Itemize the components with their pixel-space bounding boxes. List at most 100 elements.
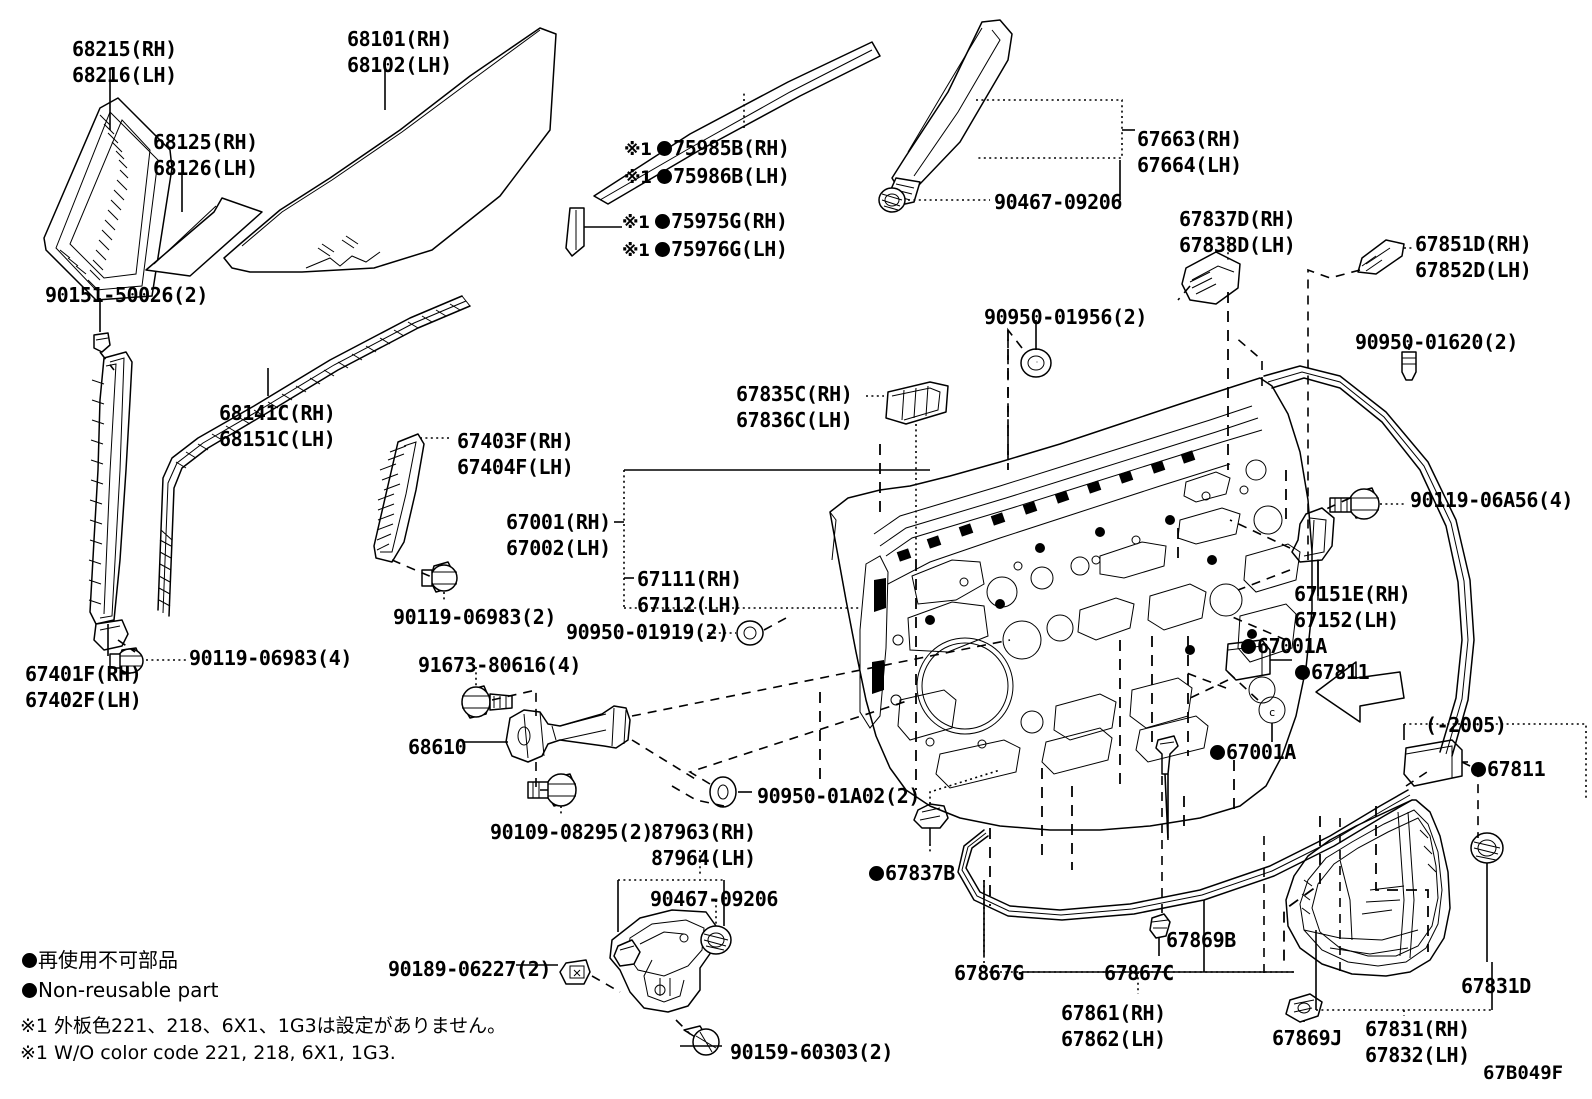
- part-number-text: 87963(RH): [651, 820, 756, 844]
- part-number-text: 75986B(LH): [673, 164, 790, 188]
- part-label-line: 67851D(RH): [1415, 231, 1532, 257]
- part-number-text: 68126(LH): [153, 156, 258, 180]
- part-67403F-channel: [373, 433, 458, 593]
- part-68141C-glass-run: [157, 295, 471, 617]
- part-67001-door-panel: [829, 377, 1313, 831]
- part-number-text: 67867C: [1104, 961, 1174, 985]
- part-label-line: 67401F(RH): [25, 661, 142, 687]
- part-label-67811-upper: 67811: [1295, 660, 1370, 685]
- bolt-90109-08295: [527, 773, 577, 807]
- part-number-text: 67112(LH): [637, 593, 742, 617]
- nonreusable-bullet-icon: [655, 242, 671, 257]
- part-number-text: 68125(RH): [153, 130, 258, 154]
- kome-mark: ※1: [624, 168, 658, 188]
- part-label-line: 67404F(LH): [457, 454, 574, 480]
- nonreusable-bullet-icon: [869, 866, 884, 881]
- part-number-text: 67869B: [1166, 928, 1236, 952]
- part-label-90950-01956: 90950-01956(2): [984, 305, 1147, 330]
- clip-90950-01620: [1401, 351, 1417, 381]
- part-number-text: 67836C(LH): [736, 408, 853, 432]
- kome-mark: ※1: [622, 241, 656, 261]
- part-number-text: 67404F(LH): [457, 455, 574, 479]
- part-67837B-clip: [913, 803, 949, 845]
- part-label-68125: 68125(RH)68126(LH): [153, 129, 258, 181]
- part-label-67663: 67663(RH)67664(LH): [1137, 126, 1242, 178]
- part-number-text: 90159-60303(2): [730, 1040, 893, 1064]
- part-label-67111: 67111(RH)67112(LH): [637, 566, 742, 618]
- part-label-75975G: ※1 75975G(RH) ※1 75976G(LH): [622, 208, 788, 264]
- part-label-line: 90109-08295(2): [490, 820, 653, 845]
- part-label-line: ※1 75986B(LH): [624, 163, 790, 191]
- part-number-text: 67861(RH): [1061, 1001, 1166, 1025]
- nonreusable-bullet-icon: [657, 141, 673, 156]
- part-label-67867G: 67867G: [954, 961, 1024, 986]
- part-68610-door-check: [461, 685, 631, 807]
- part-label-line: 91673-80616(4): [418, 653, 581, 678]
- grommet-90950-01919: [736, 620, 764, 646]
- part-label-line: 67001A: [1241, 634, 1327, 659]
- clip-67001A-lower: [1155, 735, 1179, 841]
- part-label-67861: 67861(RH)67862(LH): [1061, 1000, 1166, 1052]
- part-label-line: 90467-09206: [994, 190, 1122, 215]
- legend-block: 再使用不可部品 Non-reusable part: [22, 945, 218, 1005]
- clip-67831D: [1470, 832, 1504, 962]
- part-number-text: 68610: [408, 735, 467, 759]
- nonreusable-bullet-icon: [1241, 639, 1256, 654]
- nonreusable-bullet-icon: [657, 169, 673, 184]
- part-label-line: 67867C: [1104, 961, 1174, 986]
- part-number-text: 75975G(RH): [671, 209, 788, 233]
- part-label-line: ※1 75976G(LH): [622, 236, 788, 264]
- part-number-text: 67851D(RH): [1415, 232, 1532, 256]
- part-label-line: 87963(RH): [651, 819, 756, 845]
- part-number-text: 68101(RH): [347, 27, 452, 51]
- part-67851D-clip: [1357, 239, 1405, 275]
- part-label-line: 67835C(RH): [736, 381, 853, 407]
- part-number-text: 68141C(RH): [219, 401, 336, 425]
- part-67663-pillar-garnish: [878, 19, 1013, 213]
- part-label-line: 67837B: [869, 861, 955, 886]
- part-number-text: 67002(LH): [506, 536, 611, 560]
- part-label-line: 67867G: [954, 961, 1024, 986]
- part-label-91673-80616: 91673-80616(4): [418, 653, 581, 678]
- part-label-line: 68141C(RH): [219, 400, 336, 426]
- part-number-text: 67867G: [954, 961, 1024, 985]
- part-label-line: 68151C(LH): [219, 426, 336, 452]
- part-number-text: 67001(RH): [506, 510, 611, 534]
- part-label-68141C: 68141C(RH)68151C(LH): [219, 400, 336, 452]
- part-number-text: 67403F(RH): [457, 429, 574, 453]
- figure-code: 67B049F: [1483, 1062, 1564, 1084]
- bolt-91673-80616: [461, 685, 513, 719]
- part-68101-door-glass: [223, 27, 557, 273]
- part-number-text: 67831(RH): [1365, 1017, 1470, 1041]
- part-label-line: 68102(LH): [347, 52, 452, 78]
- part-label-line: 67831(RH): [1365, 1016, 1470, 1042]
- part-label-line: 90950-01919(2): [566, 620, 729, 645]
- part-label-line: 90950-01A02(2): [757, 784, 920, 809]
- part-label-90159-60303: 90159-60303(2): [730, 1040, 893, 1065]
- part-label-line: 90189-06227(2): [388, 957, 551, 982]
- part-number-text: 90950-01956(2): [984, 305, 1147, 329]
- part-number-text: 67811: [1487, 757, 1546, 781]
- part-number-text: 90119-06983(4): [189, 646, 352, 670]
- part-label-line: 90119-06A56(4): [1410, 488, 1573, 513]
- part-number-text: 68215(RH): [72, 37, 177, 61]
- part-label-90119-06983-4: 90119-06983(4): [189, 646, 352, 671]
- part-number-text: 90151-50026(2): [45, 283, 208, 307]
- part-label-line: 90950-01956(2): [984, 305, 1147, 330]
- part-label-67811-lower: 67811: [1471, 757, 1546, 782]
- color-note-en: ※1 W/O color code 221, 218, 6X1, 1G3.: [20, 1042, 396, 1064]
- part-label-line: 67836C(LH): [736, 407, 853, 433]
- part-number-text: 67852D(LH): [1415, 258, 1532, 282]
- part-number-text: 67111(RH): [637, 567, 742, 591]
- door-frame-upper-sash: [1263, 365, 1475, 757]
- part-label-68610: 68610: [408, 735, 467, 760]
- part-number-text: 90189-06227(2): [388, 957, 551, 981]
- part-number-text: 67869J: [1272, 1026, 1342, 1050]
- part-label-line: ※1 75985B(RH): [624, 135, 790, 163]
- part-label-line: 90159-60303(2): [730, 1040, 893, 1065]
- bolt-90119-06A56: [1329, 487, 1380, 520]
- part-label-line: 67811: [1471, 757, 1546, 782]
- part-number-text: 67811: [1311, 660, 1370, 684]
- part-label-line: 67112(LH): [637, 592, 742, 618]
